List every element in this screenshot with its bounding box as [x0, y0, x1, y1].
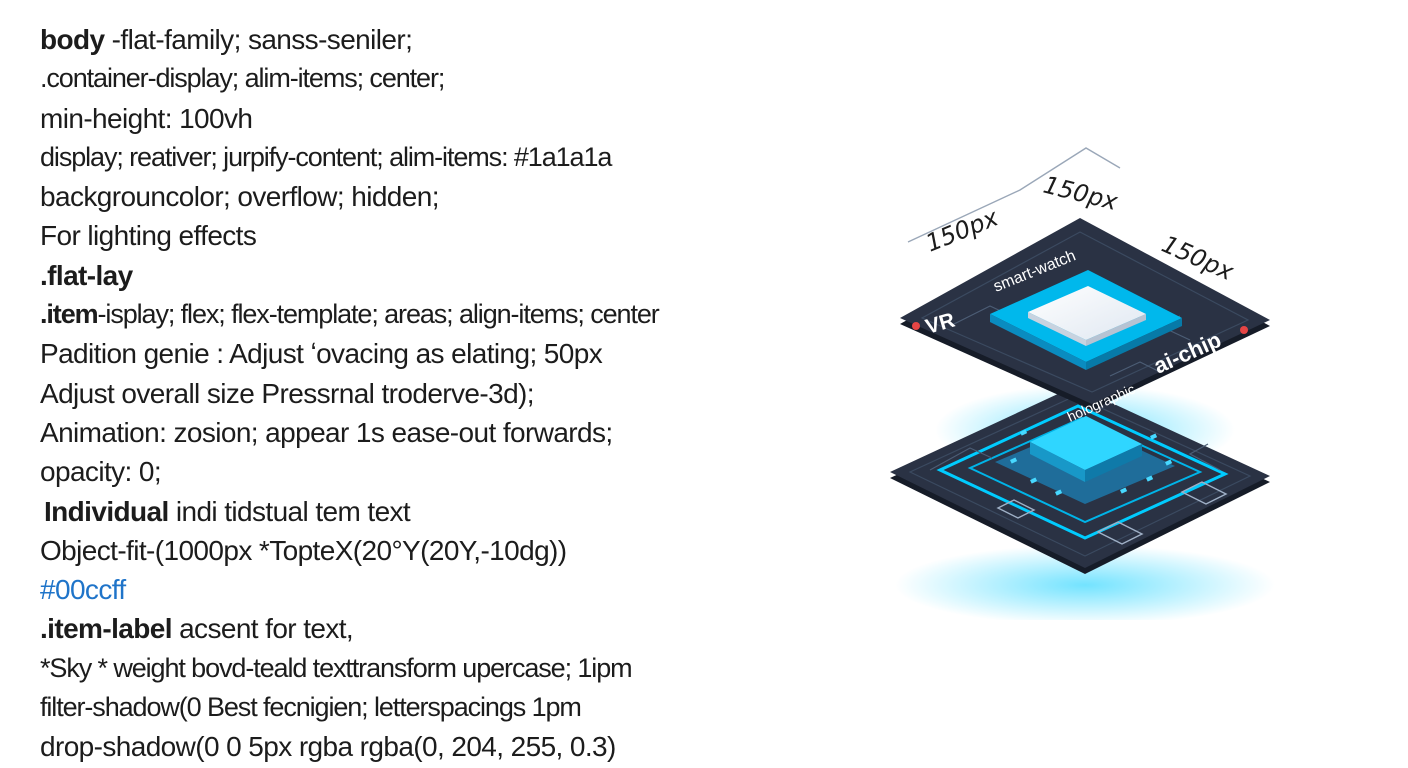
dimension-label-left: 150px	[922, 203, 1003, 257]
dimension-label-top: 150px	[1041, 171, 1122, 217]
code-text: Padition genie : Adjust ʻovacing as elat…	[40, 338, 603, 370]
status-indicator	[1240, 326, 1248, 334]
code-line: Adjust overall size Pressrnal troderve-3…	[40, 374, 760, 413]
code-line-color: #00ccff	[40, 570, 760, 609]
code-line: body -flat-family; sanss-seniler;	[40, 20, 760, 59]
code-line: .item-label acsent for text,	[40, 609, 760, 648]
code-line: backgrouncolor; overflow; hidden;	[40, 177, 760, 216]
code-line: Padition genie : Adjust ʻovacing as elat…	[40, 334, 760, 373]
code-line: .container-display; alim-items; center;	[40, 59, 760, 98]
code-keyword: .item	[40, 299, 99, 330]
code-keyword: Individual	[44, 495, 169, 527]
code-text: drop-shadow(0 0 5px rgba rgba(0, 204, 25…	[40, 731, 616, 763]
code-text: Animation: zosion; appear 1s ease-out fo…	[40, 416, 613, 448]
dimension-line	[907, 147, 1121, 243]
code-text: Adjust overall size Pressrnal troderve-3…	[40, 377, 535, 409]
code-line: .flat-lay	[40, 256, 760, 295]
code-keyword: body	[40, 24, 105, 55]
code-line: drop-shadow(0 0 5px rgba rgba(0, 204, 25…	[40, 727, 760, 766]
status-indicator	[912, 322, 920, 330]
code-text: For lighting effects	[40, 220, 257, 252]
code-line: min-height: 100vh	[40, 99, 760, 138]
code-keyword: .flat-lay	[40, 259, 133, 291]
code-line: For lighting effects	[40, 216, 760, 255]
code-text: display; reativer; jurpify-content; alim…	[40, 141, 612, 172]
code-line: display; reativer; jurpify-content; alim…	[40, 138, 760, 177]
code-text: opacity: 0;	[40, 456, 162, 488]
light-glow-bottom	[895, 545, 1275, 620]
top-circuit-board: VR smart-watch holographic ai-chip	[900, 218, 1270, 425]
code-line: opacity: 0;	[40, 452, 760, 491]
code-text: *Sky * weight bovd-teald texttransform u…	[40, 652, 633, 683]
code-line: Individual indi tidstual tem text	[40, 492, 760, 531]
code-text: -isplay; flex; flex-template; areas; ali…	[97, 299, 660, 330]
code-keyword: .item-label	[40, 613, 172, 645]
chip-stack-svg: 150px 150px 150px	[890, 147, 1275, 620]
code-text: .container-display; alim-items; center;	[40, 63, 445, 94]
code-text: #00ccff	[40, 574, 126, 606]
code-line: .item-isplay; flex; flex-template; areas…	[40, 295, 760, 334]
code-text: filter-shadow(0 Best fecnigien; lettersp…	[40, 692, 582, 723]
code-text: indi tidstual tem text	[168, 495, 411, 527]
code-text: backgrouncolor; overflow; hidden;	[40, 181, 439, 213]
chip-stack-illustration: 150px 150px 150px	[860, 140, 1300, 620]
code-line: Animation: zosion; appear 1s ease-out fo…	[40, 413, 760, 452]
code-text-block: body -flat-family; sanss-seniler; .conta…	[40, 20, 760, 767]
code-line: Object-fit-(1000px *TopteX(20°Y(20Y,-10d…	[40, 531, 760, 570]
code-line: *Sky * weight bovd-teald texttransform u…	[40, 649, 760, 688]
code-text: min-height: 100vh	[40, 102, 253, 134]
base-circuit-board	[890, 386, 1270, 574]
code-line: filter-shadow(0 Best fecnigien; lettersp…	[40, 688, 760, 727]
code-text: Object-fit-(1000px *TopteX(20°Y(20Y,-10d…	[40, 534, 567, 566]
code-text: acsent for text,	[171, 613, 354, 645]
code-text: -flat-family; sanss-seniler;	[104, 24, 413, 55]
